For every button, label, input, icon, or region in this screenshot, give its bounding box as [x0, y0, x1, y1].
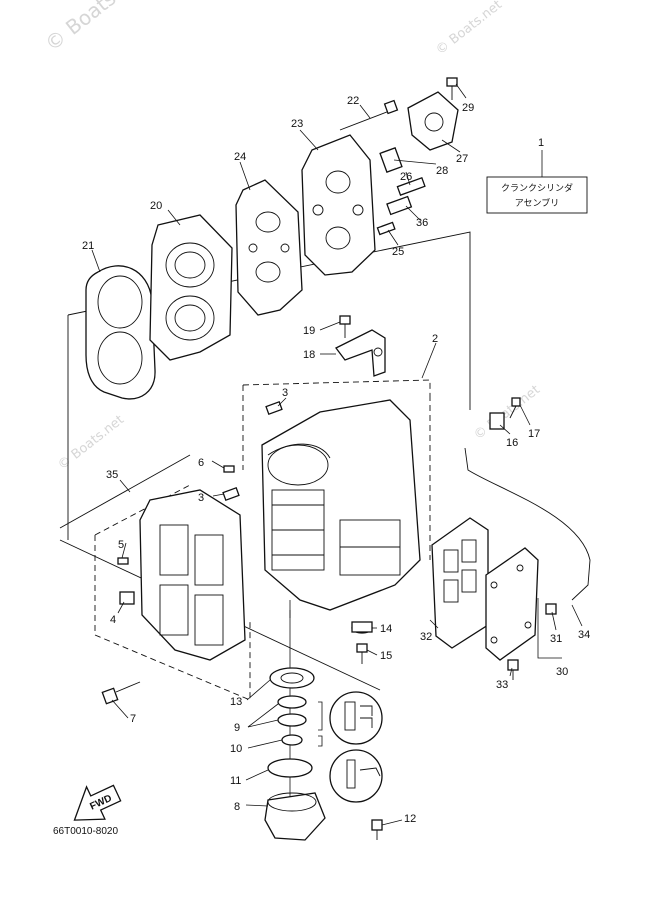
bolt-22: [339, 99, 399, 131]
crankcase-group-dashed-box: [94, 484, 191, 536]
oil-seal-9: [277, 695, 307, 727]
cylinder-head-cover: [301, 134, 376, 276]
callout-14: 14: [380, 623, 392, 635]
callout-33: 33: [496, 679, 508, 691]
cylinder-head: [149, 214, 233, 361]
callout-12: 12: [404, 813, 416, 825]
bracket-line: [318, 701, 323, 731]
bolt-5: [117, 557, 129, 565]
callout-4: 4: [110, 614, 116, 626]
callout-3: 3: [282, 387, 288, 399]
exhaust-cover: [485, 547, 539, 661]
callout-32: 32: [420, 631, 432, 643]
assembly-label-line1: クランクシリンダ: [501, 182, 573, 194]
fitting-3-lower: [222, 487, 240, 501]
forward-arrow-icon: FWD: [73, 784, 122, 821]
oil-seal-housing-13: [269, 667, 315, 689]
callout-31: 31: [550, 633, 562, 645]
callout-7: 7: [130, 713, 136, 725]
callout-35: 35: [106, 469, 118, 481]
crankcase-group-dashed-box: [94, 535, 251, 701]
assembly-label-line2: アセンブリ: [515, 197, 560, 209]
callout-5: 5: [118, 539, 124, 551]
callout-34: 34: [578, 629, 590, 641]
cylinder-head-cover-gasket: [235, 179, 303, 316]
bolt-12: [371, 819, 383, 840]
callout-29: 29: [462, 102, 474, 114]
watermark: © Boats.net: [40, 0, 151, 56]
fitting-26: [396, 176, 426, 196]
fitting-3-upper: [265, 401, 283, 415]
bolt-33: [507, 659, 519, 680]
callout-25: 25: [392, 246, 404, 258]
callout-21: 21: [82, 240, 94, 252]
fitting-36: [386, 195, 413, 216]
callout-6: 6: [198, 457, 204, 469]
diagram-code: 66T0010-8020: [53, 826, 118, 837]
callout-15: 15: [380, 650, 392, 662]
exhaust-cover-gasket: [431, 517, 489, 649]
callout-20: 20: [150, 200, 162, 212]
bolt-15: [356, 643, 368, 664]
bolt-7: [101, 681, 141, 705]
bolt-31: [545, 603, 557, 615]
dowel-6: [223, 465, 235, 473]
cylinder-group-dashed-box: [242, 379, 431, 395]
callout-10: 10: [230, 743, 242, 755]
fitting-28: [379, 147, 403, 173]
bolt-19: [339, 315, 351, 338]
callout-13: 13: [230, 696, 242, 708]
callout-22: 22: [347, 95, 359, 107]
cylinder-block: [261, 399, 421, 611]
assembly-label-box: [486, 176, 588, 214]
bolt-29: [446, 77, 458, 100]
watermark: © Boats.net: [433, 0, 505, 58]
callout-9: 9: [234, 722, 240, 734]
callout-28: 28: [436, 165, 448, 177]
seal-detail-view: [329, 691, 383, 745]
o-ring-detail-view: [329, 749, 383, 803]
bracket-18: [335, 329, 386, 377]
bolt-17: [509, 397, 521, 419]
callout-3: 3: [198, 492, 204, 504]
callout-1: 1: [538, 137, 544, 149]
callout-27: 27: [456, 153, 468, 165]
callout-2: 2: [432, 333, 438, 345]
leader-lines: [91, 83, 583, 826]
callout-11: 11: [230, 775, 241, 787]
bracket-line: [318, 735, 323, 747]
hose-35: [59, 454, 191, 529]
callout-18: 18: [303, 349, 315, 361]
callout-19: 19: [303, 325, 315, 337]
watermark: © Boats.net: [55, 413, 127, 474]
crankcase: [139, 489, 246, 661]
callout-36: 36: [416, 217, 428, 229]
bearing-10: [281, 734, 303, 746]
hose-34: [464, 447, 591, 601]
exhaust-gasket: [85, 265, 156, 400]
callout-17: 17: [528, 428, 540, 440]
bolt-25: [376, 221, 396, 236]
thermostat-cover: [407, 91, 459, 151]
o-ring-11: [267, 758, 313, 778]
callout-16: 16: [506, 437, 518, 449]
callout-23: 23: [291, 118, 303, 130]
callout-30: 30: [556, 666, 568, 678]
spacer-14: [351, 621, 373, 634]
bearing-housing-8: [264, 792, 326, 841]
fitting-4: [119, 591, 135, 605]
callout-8: 8: [234, 801, 240, 813]
callout-26: 26: [400, 171, 412, 183]
callout-24: 24: [234, 151, 246, 163]
